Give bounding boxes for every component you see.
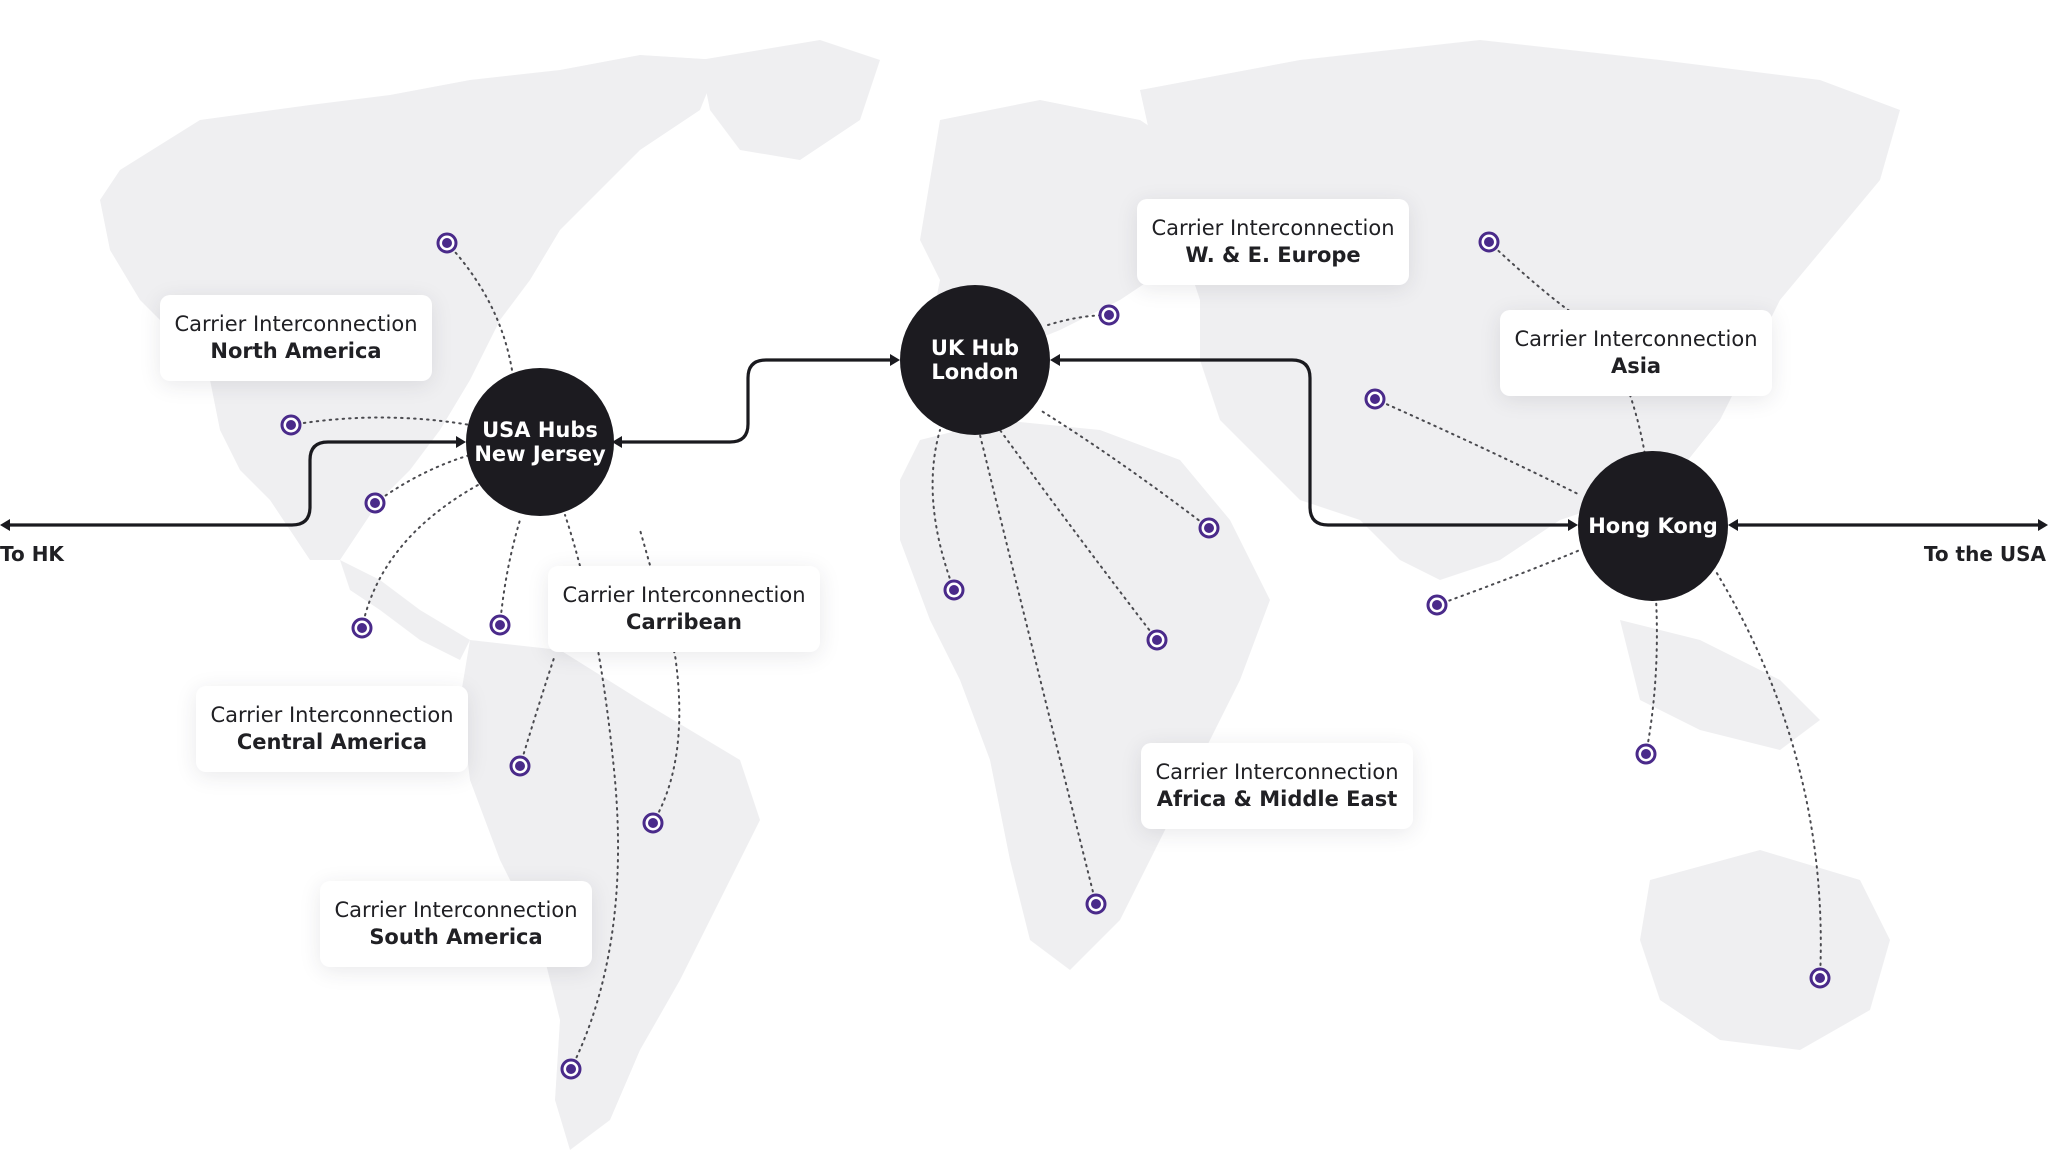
link-to-hk-left	[6, 440, 462, 527]
card-region-name: Carribean	[626, 610, 742, 634]
carrier-point	[1809, 967, 1831, 989]
link-na-mid	[374, 454, 471, 504]
card-asia: Carrier Interconnection Asia	[1500, 310, 1772, 396]
arrowhead-uk-left	[890, 354, 900, 366]
card-region-name: Africa & Middle East	[1156, 787, 1398, 811]
land-australia	[1640, 850, 1890, 1050]
link-asia-south	[1436, 549, 1581, 606]
carrier-point	[509, 755, 531, 777]
link-caribbean-1	[519, 654, 556, 767]
arrowhead-hk-left	[1568, 519, 1578, 531]
card-region-name: Asia	[1610, 354, 1662, 378]
arrowhead-right-edge	[2038, 519, 2048, 531]
carrier-point	[1085, 893, 1107, 915]
land-greenland	[700, 40, 880, 160]
card-north-america: Carrier Interconnection North America	[160, 295, 432, 381]
carrier-point	[1635, 743, 1657, 765]
arrowhead-usa-left	[456, 436, 466, 448]
card-europe: Carrier Interconnection W. & E. Europe	[1137, 199, 1409, 285]
card-prefix: Carrier Interconnection	[174, 312, 418, 336]
card-prefix: Carrier Interconnection	[1514, 327, 1758, 351]
link-asia-north	[1488, 241, 1576, 316]
hub-usa-line1: USA Hubs	[482, 418, 598, 442]
card-region-name: Central America	[236, 730, 428, 754]
link-central-sw	[361, 484, 479, 629]
carrier-point	[1426, 594, 1448, 616]
link-na-west	[290, 416, 471, 426]
card-south-america: Carrier Interconnection South America	[320, 881, 592, 967]
carrier-point	[1364, 388, 1386, 410]
arrowhead-uk-right	[1050, 354, 1060, 366]
link-uk-africa-ne	[999, 429, 1158, 641]
carrier-point	[1478, 231, 1500, 253]
carrier-points	[280, 231, 1831, 1080]
card-prefix: Carrier Interconnection	[1151, 216, 1395, 240]
link-asia-australia	[1714, 569, 1822, 979]
arrowhead-left-edge	[0, 519, 10, 531]
carrier-point	[943, 579, 965, 601]
label-to-the-usa: To the USA	[1923, 542, 2046, 566]
link-asia-indonesia	[1645, 597, 1658, 755]
carrier-point	[1146, 629, 1168, 651]
card-prefix: Carrier Interconnection	[334, 898, 578, 922]
hub-usa-line2: New Jersey	[474, 442, 606, 466]
arrowhead-hk-right	[1728, 519, 1738, 531]
land-south-america	[460, 640, 760, 1150]
land-masses	[100, 40, 1900, 1150]
card-central-america: Carrier Interconnection Central America	[196, 686, 468, 772]
carrier-point	[351, 617, 373, 639]
card-africa-middle-east: Carrier Interconnection Africa & Middle …	[1141, 743, 1413, 829]
link-asia-west	[1374, 398, 1581, 496]
link-central-s	[499, 519, 521, 626]
card-region-name: W. & E. Europe	[1185, 243, 1361, 267]
hub-uk-london: UK Hub London	[900, 285, 1050, 435]
carrier-point	[364, 492, 386, 514]
card-prefix: Carrier Interconnection	[562, 583, 806, 607]
carrier-point	[560, 1058, 582, 1080]
carrier-point	[489, 614, 511, 636]
hub-hong-kong: Hong Kong	[1578, 451, 1728, 601]
carrier-point	[436, 232, 458, 254]
card-caribbean: Carrier Interconnection Carribean	[548, 566, 820, 652]
land-southeast-asia	[1620, 620, 1820, 750]
carrier-point	[642, 812, 664, 834]
link-uk-africa-nw	[931, 429, 955, 591]
card-region-name: North America	[210, 339, 382, 363]
land-central-america	[340, 560, 470, 660]
hub-hk-line1: Hong Kong	[1588, 514, 1718, 538]
hub-links	[0, 354, 2048, 531]
card-prefix: Carrier Interconnection	[1155, 760, 1399, 784]
link-uk-middle-east	[1039, 409, 1210, 529]
label-to-hk: To HK	[0, 542, 64, 566]
land-africa	[900, 420, 1270, 970]
hub-usa-new-jersey: USA Hubs New Jersey	[466, 368, 614, 516]
card-region-name: South America	[369, 925, 543, 949]
carrier-point	[1198, 517, 1220, 539]
hub-uk-line2: London	[931, 360, 1019, 384]
hub-uk-line1: UK Hub	[930, 336, 1020, 360]
link-uk-hk	[1054, 358, 1574, 527]
link-uk-africa-s	[979, 434, 1097, 905]
card-prefix: Carrier Interconnection	[210, 703, 454, 727]
carrier-point	[280, 414, 302, 436]
arrowhead-usa-right	[612, 436, 622, 448]
link-usa-uk	[616, 358, 896, 444]
carrier-point	[1098, 304, 1120, 326]
